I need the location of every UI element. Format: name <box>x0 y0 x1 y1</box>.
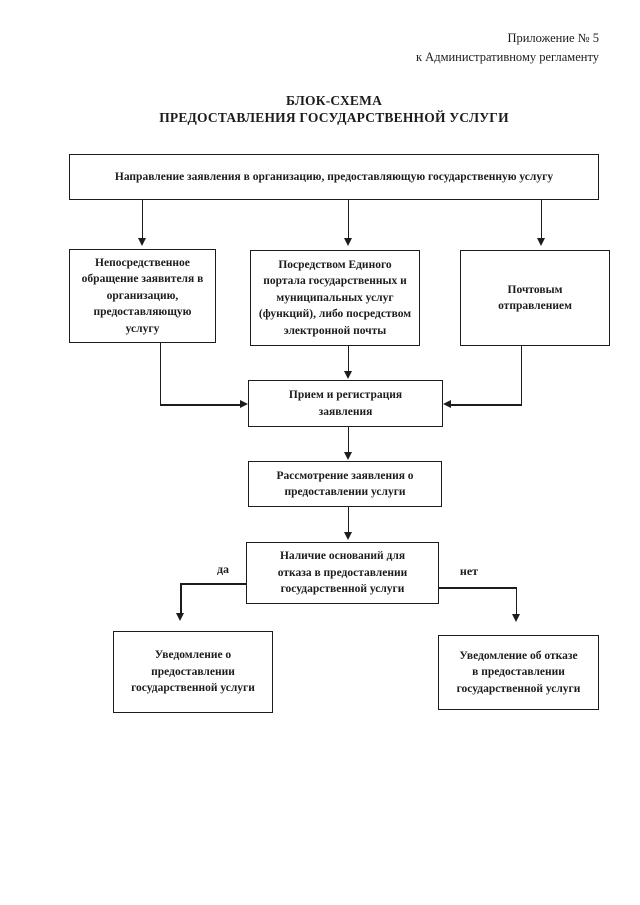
edge-decision-grant-hline <box>180 583 246 585</box>
edge-review-decision-arrowhead <box>343 532 352 540</box>
edge-decision-refusal-hline <box>438 587 517 589</box>
edge-decision-grant-arrowhead <box>176 613 184 621</box>
edge-portal-reception-arrowhead <box>343 371 352 379</box>
edge-start-portal-line <box>347 200 349 239</box>
edge-direct-reception-vline <box>159 343 161 405</box>
node-decision: Наличие оснований для отказа в предостав… <box>246 542 439 604</box>
edge-decision-grant-vline <box>180 583 182 613</box>
edge-postal-reception-hline <box>451 404 522 406</box>
node-postal: Почтовым отправлением <box>460 250 610 346</box>
edge-label-no: нет <box>459 564 479 578</box>
edge-review-decision-line <box>347 507 349 533</box>
edge-start-direct-line <box>141 200 143 239</box>
edge-postal-reception-vline <box>520 346 522 406</box>
edge-direct-reception-hline <box>160 404 240 406</box>
node-start: Направление заявления в организацию, пре… <box>69 154 599 200</box>
edge-portal-reception-line <box>347 346 349 371</box>
appendix-note: Приложение № 5 к Административному регла… <box>415 31 599 64</box>
edge-direct-reception-arrowhead <box>240 400 248 408</box>
edge-start-postal-arrowhead <box>536 238 545 246</box>
page-title: БЛОК-СХЕМА ПРЕДОСТАВЛЕНИЯ ГОСУДАРСТВЕННО… <box>159 93 509 125</box>
edge-start-portal-arrowhead <box>343 238 352 246</box>
node-portal: Посредством Единого портала государствен… <box>250 250 420 346</box>
node-notice-grant: Уведомление о предоставлении государстве… <box>113 631 273 713</box>
edge-start-direct-arrowhead <box>137 238 146 246</box>
edge-reception-review-line <box>347 427 349 452</box>
node-review: Рассмотрение заявления о предоставлении … <box>248 461 442 507</box>
node-direct-application: Непосредственное обращение заявителя в о… <box>69 249 216 343</box>
node-reception: Прием и регистрация заявления <box>248 380 443 427</box>
edge-decision-refusal-vline <box>515 587 517 615</box>
edge-label-yes: да <box>216 562 230 576</box>
edge-reception-review-arrowhead <box>343 452 352 460</box>
edge-postal-reception-arrowhead <box>443 400 451 408</box>
edge-start-postal-line <box>540 200 542 239</box>
node-notice-refusal: Уведомление об отказе в предоставлении г… <box>438 635 599 710</box>
edge-decision-refusal-arrowhead <box>511 614 520 622</box>
